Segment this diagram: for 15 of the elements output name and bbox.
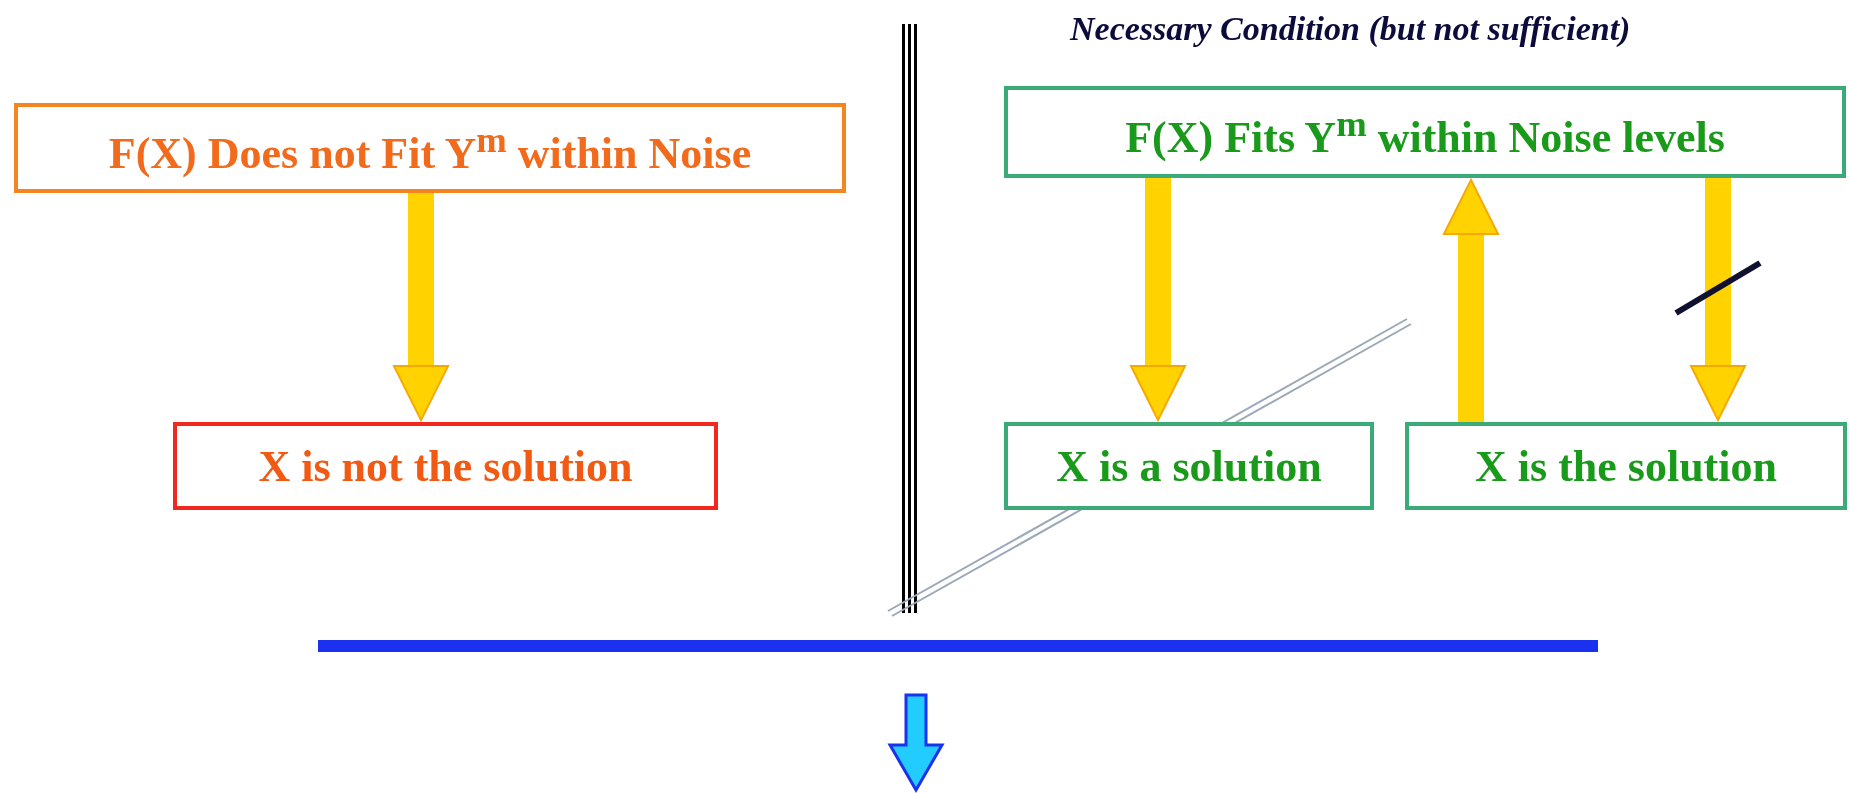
statement-box xyxy=(1405,422,1847,510)
statement-box xyxy=(14,103,846,193)
condition-note: Necessary Condition (but not sufficient) xyxy=(1070,10,1631,48)
statement-box xyxy=(173,422,718,510)
statement-text: X is not the solution xyxy=(258,440,633,492)
arrow xyxy=(1442,178,1500,422)
arrow xyxy=(1689,178,1747,422)
statement-box xyxy=(1004,422,1374,510)
arrow xyxy=(1129,178,1187,422)
statement-text: F(X) Does not Fit Y$^{m}$ within Noise xyxy=(108,117,752,179)
statement-text: F(X) Fits Y$^{m}$ within Noise levels xyxy=(1125,101,1725,163)
statement-text: X is the solution xyxy=(1475,440,1777,492)
statement-text: X is a solution xyxy=(1056,440,1322,492)
arrow xyxy=(392,193,450,422)
statement-box xyxy=(1004,86,1846,178)
